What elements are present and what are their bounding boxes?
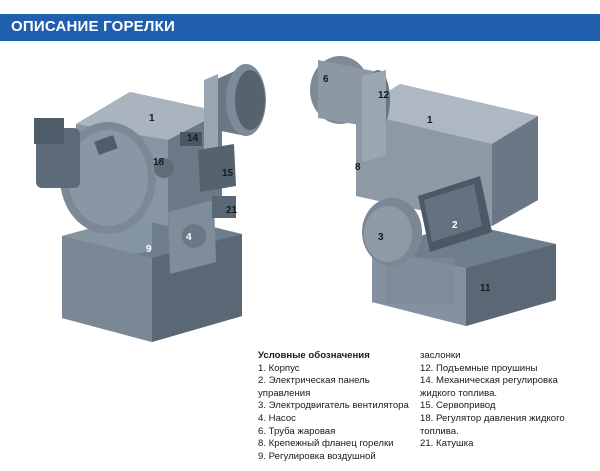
legend-item: 4. Насос [258, 412, 296, 424]
legend-item: заслонки [420, 350, 461, 361]
callout-right-12: 12 [378, 90, 390, 101]
callout-left-18: 18 [153, 157, 165, 168]
callout-left-1: 1 [149, 113, 155, 124]
callout-left-4: 4 [186, 232, 192, 243]
legend-item: 15. Сервопривод [420, 400, 496, 412]
legend-item: жидкого топлива. [420, 387, 498, 399]
callout-left-15: 15 [222, 168, 234, 179]
callout-right-2: 2 [452, 220, 458, 231]
legend-item: 6. Труба жаровая [258, 425, 336, 437]
callout-left-9: 9 [146, 244, 152, 255]
legend-item: 3. Электродвигатель вентилятора [258, 400, 409, 412]
legend-item: 14. Механическая регулировка [420, 375, 558, 387]
page-title: ОПИСАНИЕ ГОРЕЛКИ [11, 18, 175, 35]
callout-left-21: 21 [226, 205, 238, 216]
legend-item: топлива. [420, 425, 459, 437]
left-burner-view: 1 14 18 15 21 4 9 [34, 64, 266, 342]
legend-item: 12. Подъемные проушины [420, 362, 538, 374]
legend-item: 21. Катушка [420, 438, 474, 450]
legend-item: 2. Электрическая панель [258, 375, 370, 387]
callout-left-14: 14 [187, 133, 199, 144]
burner-illustration: 1 14 18 15 21 4 9 6 12 1 8 2 3 [34, 56, 556, 342]
callout-right-8: 8 [355, 162, 361, 173]
header-bar: ОПИСАНИЕ ГОРЕЛКИ [0, 14, 600, 41]
legend-item: 9. Регулировка воздушной [258, 450, 376, 462]
legend-item: 18. Регулятор давления жидкого [420, 412, 565, 424]
legend-item: 1. Корпус [258, 362, 300, 374]
legend-left-column: Условные обозначения 1. Корпус 2. Электр… [258, 350, 423, 463]
legend-item: управления [258, 387, 311, 399]
callout-right-1: 1 [427, 115, 433, 126]
legend-item: 8. Крепежный фланец горелки [258, 438, 394, 450]
right-burner-view: 6 12 1 8 2 3 11 [310, 56, 556, 326]
callout-right-3: 3 [378, 232, 384, 243]
callout-right-6: 6 [323, 74, 329, 85]
legend-title: Условные обозначения [258, 350, 370, 361]
legend-right-column: заслонки 12. Подъемные проушины 14. Меха… [420, 350, 600, 451]
callout-right-11: 11 [480, 283, 491, 294]
